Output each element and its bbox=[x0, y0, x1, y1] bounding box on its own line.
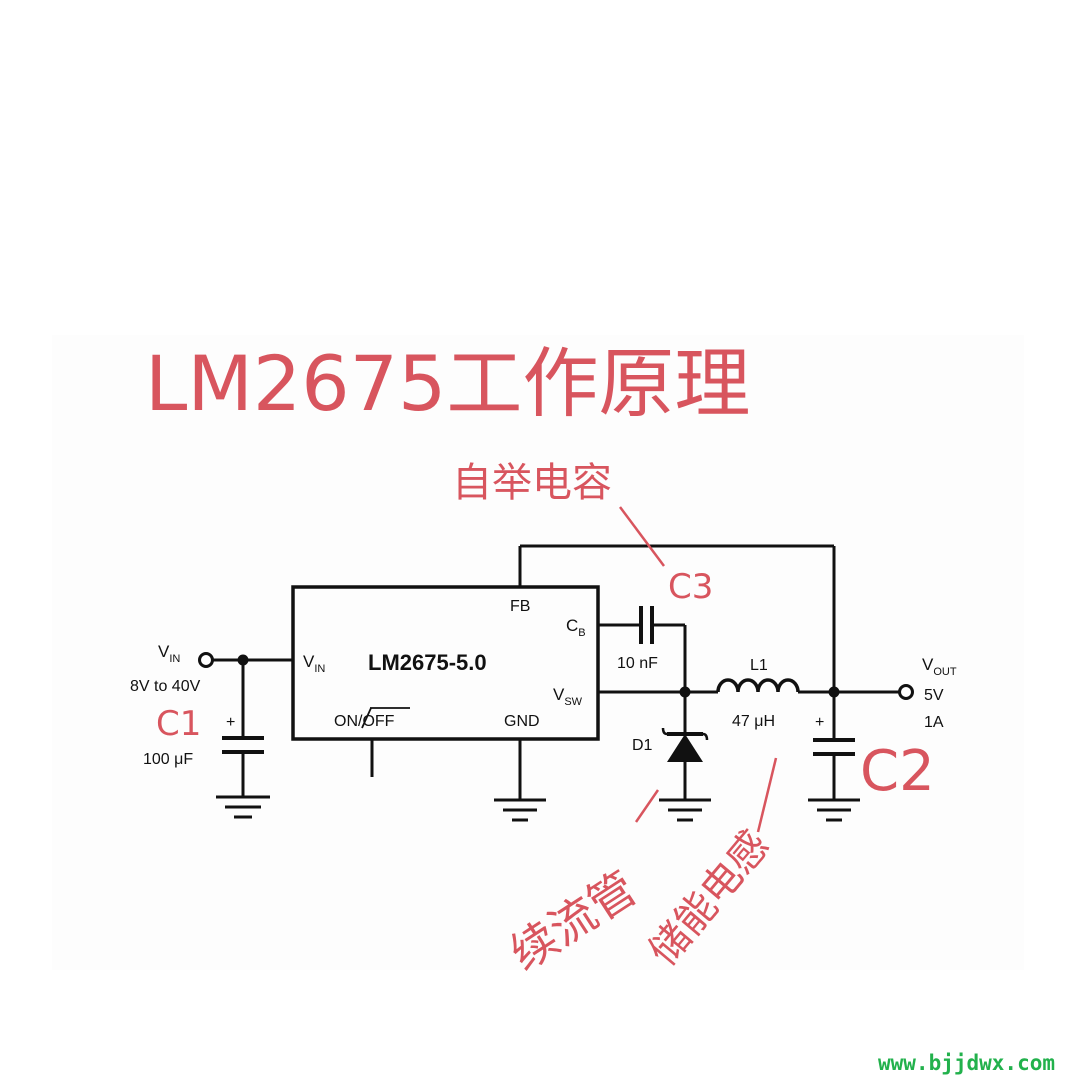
c1-value: 100 μF bbox=[143, 751, 193, 768]
c3-label: C3 bbox=[668, 567, 713, 607]
watermark-url: www.bjjdwx.com bbox=[878, 1051, 1055, 1075]
d1-schottky-hook bbox=[661, 727, 709, 741]
on-off-slash bbox=[361, 707, 372, 729]
pin-gnd-label: GND bbox=[504, 713, 540, 730]
cb-value: 10 nF bbox=[617, 655, 658, 672]
vout-terminal bbox=[898, 684, 914, 700]
junction-vout bbox=[828, 686, 840, 698]
junction-vin bbox=[237, 654, 249, 666]
bootstrap-cap-label: 自举电容 bbox=[452, 460, 612, 506]
vout-value: 5V bbox=[924, 687, 944, 704]
l1-name: L1 bbox=[750, 657, 768, 674]
c2-plus: + bbox=[815, 714, 824, 731]
c1-label: C1 bbox=[156, 704, 201, 744]
pin-vsw-label: VSW bbox=[553, 685, 583, 708]
pin-vin-label: VIN bbox=[303, 652, 325, 675]
vin-range: 8V to 40V bbox=[130, 678, 201, 695]
iout-value: 1A bbox=[924, 714, 944, 731]
bootstrap-cap-leader bbox=[618, 506, 666, 567]
vout-label: VOUT bbox=[922, 655, 957, 678]
junction-vsw bbox=[679, 686, 691, 698]
d1-name: D1 bbox=[632, 737, 653, 754]
schematic-wires bbox=[213, 544, 906, 822]
pin-fb-label: FB bbox=[510, 598, 530, 615]
diode-leader bbox=[634, 789, 660, 823]
c1-plus: + bbox=[226, 714, 235, 731]
pin-onoff-label: ON/OFF bbox=[334, 713, 395, 730]
diagram-panel bbox=[52, 335, 1024, 970]
page-title: LM2675工作原理 bbox=[145, 339, 750, 428]
c2-label: C2 bbox=[860, 739, 935, 804]
inductor-coil bbox=[716, 678, 800, 693]
chip-body bbox=[291, 585, 600, 741]
vin-label: VIN bbox=[158, 642, 180, 665]
l1-value: 47 μH bbox=[732, 713, 775, 730]
pin-cb-label: CB bbox=[566, 616, 586, 639]
d1-diode-triangle bbox=[667, 734, 703, 762]
chip-name: LM2675-5.0 bbox=[368, 650, 487, 675]
vin-terminal bbox=[198, 652, 214, 668]
inductor-leader bbox=[756, 757, 778, 833]
